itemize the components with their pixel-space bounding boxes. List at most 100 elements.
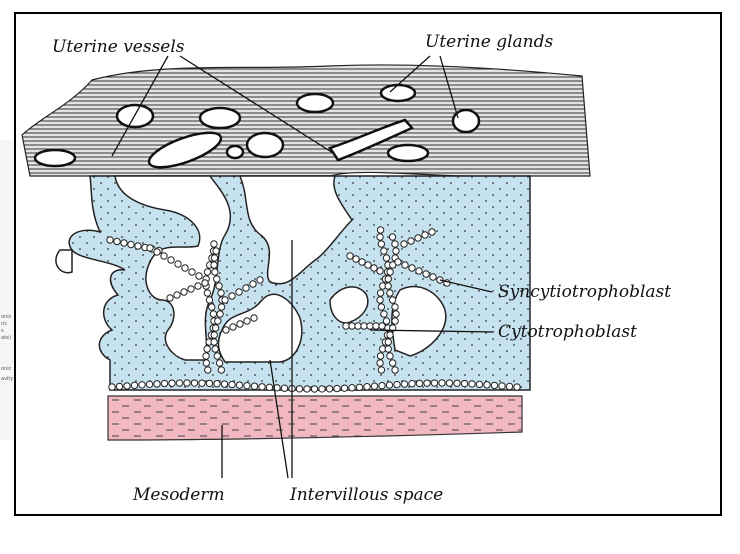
cell (483, 381, 491, 389)
cell (384, 275, 392, 283)
cell (377, 240, 386, 248)
cell (222, 326, 230, 334)
cell (380, 310, 388, 318)
cell (377, 303, 386, 311)
cell (364, 261, 372, 269)
cell (358, 258, 366, 266)
pointer-lines (111, 55, 495, 479)
cell (204, 366, 212, 374)
uterine-lumens (33, 83, 481, 169)
cell (242, 284, 250, 292)
cell (513, 383, 521, 391)
cell (505, 382, 514, 391)
cell (146, 244, 154, 252)
cell (217, 303, 226, 311)
cytotrophoblast-cells (106, 226, 521, 393)
cell (414, 234, 422, 242)
cell (138, 381, 146, 389)
cell (392, 310, 400, 318)
cell (205, 296, 214, 304)
cell (370, 264, 378, 272)
cell (386, 331, 394, 339)
cell (422, 270, 430, 278)
cell (378, 322, 386, 330)
cell (145, 380, 154, 389)
cell (213, 380, 221, 388)
cell (475, 380, 484, 389)
cell (376, 289, 385, 297)
cell (318, 385, 326, 393)
cell (377, 366, 386, 374)
cell (498, 382, 506, 390)
cell (352, 255, 360, 263)
cell (211, 345, 219, 353)
cell (160, 379, 169, 388)
cell (250, 314, 258, 322)
cell (388, 359, 397, 367)
side-fragment-1: onic (1, 314, 12, 320)
cell (408, 379, 416, 388)
cell (303, 385, 311, 393)
cell (249, 280, 257, 288)
cell (438, 379, 446, 387)
cell (384, 338, 392, 346)
cell (415, 267, 423, 275)
cell (153, 380, 161, 388)
cell (212, 247, 220, 255)
cell (210, 254, 219, 262)
cell (391, 317, 399, 325)
cell (203, 289, 212, 297)
cell (376, 296, 384, 304)
cell (310, 385, 319, 393)
side-fragment-3: s (1, 328, 4, 334)
cell (203, 268, 212, 276)
cell (203, 345, 211, 353)
cell (386, 268, 394, 276)
cell (166, 294, 174, 302)
cell (346, 252, 354, 260)
side-panel (0, 140, 14, 440)
cell (421, 231, 429, 239)
cell (445, 379, 454, 387)
cell (106, 236, 114, 244)
label-mesoderm: Mesoderm (132, 485, 225, 505)
cell (211, 268, 219, 276)
cell (348, 322, 356, 330)
cell (235, 288, 243, 296)
cell (123, 382, 131, 390)
cell (490, 381, 499, 390)
cell (392, 247, 400, 255)
cell (229, 323, 237, 331)
cell (113, 237, 121, 246)
cell (258, 383, 266, 391)
cell (265, 383, 274, 392)
cell (153, 248, 161, 256)
label-syncytiotrophoblast: Syncytiotrophoblast (498, 282, 671, 302)
cell (127, 240, 135, 249)
cell (183, 379, 191, 387)
cell (221, 296, 229, 304)
cell (217, 366, 226, 374)
cell (400, 240, 408, 248)
cell (400, 380, 409, 388)
cell (210, 338, 218, 346)
cell (198, 379, 206, 387)
cell (376, 352, 385, 360)
cell (453, 379, 461, 387)
cell (295, 385, 304, 393)
cell (195, 272, 203, 280)
cell (180, 288, 188, 296)
side-fragment-2: ric (1, 321, 7, 327)
cell (391, 240, 399, 248)
cell (236, 320, 244, 328)
cell (250, 382, 259, 390)
mesoderm (107, 395, 523, 441)
cell (211, 324, 220, 332)
cell (384, 345, 392, 353)
cell (202, 352, 210, 360)
cell (429, 273, 437, 281)
cell (393, 380, 401, 389)
cell (194, 282, 202, 290)
cell (386, 289, 394, 297)
